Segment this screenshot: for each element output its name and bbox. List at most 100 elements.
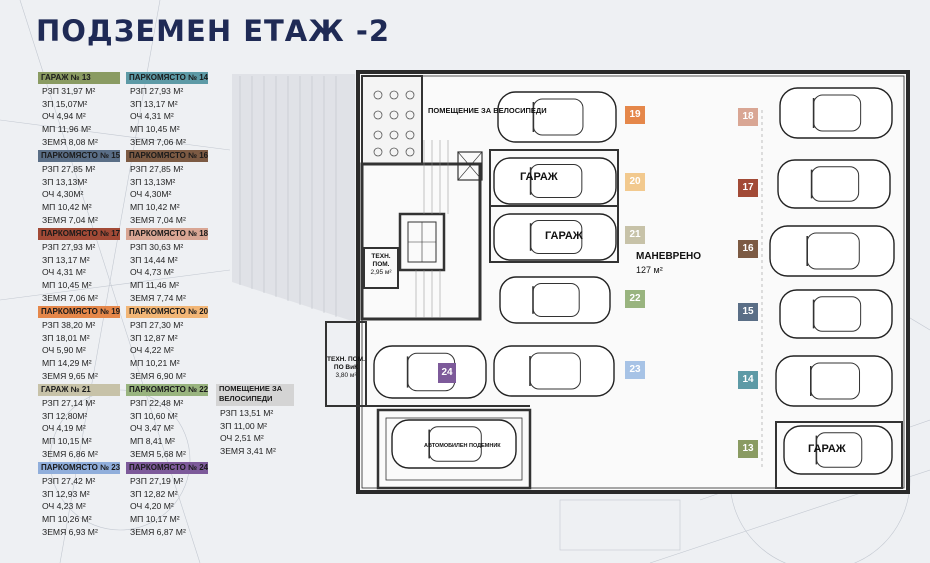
card-p17: ПАРКОМЯСТО № 17 РЗП 27,93 М² ЗП 13,17 М² ОЧ…: [38, 228, 120, 305]
card-line: ОЧ 4,30М²: [42, 189, 84, 200]
card-g21: ГАРАЖ № 21 РЗП 27,14 М² ЗП 12,80М² ОЧ 4,19 …: [38, 384, 120, 461]
card-line: РЗП 38,20 М²: [42, 320, 96, 330]
card-header: ПАРКОМЯСТО № 17: [38, 228, 120, 240]
spot-badge-13: 13: [738, 440, 758, 458]
car-lift-pit: [376, 408, 532, 490]
maneuver-label: МАНЕВРЕНО: [636, 251, 702, 262]
card-line: РЗП 27,93 М²: [130, 86, 184, 96]
card-line: ЗЕМЯ 3,41 М²: [220, 446, 276, 457]
stair-core: [360, 140, 483, 321]
card-line: РЗП 31,97 М²: [42, 86, 96, 96]
card-line: ЗП 12,82 М²: [130, 488, 178, 499]
car-12: [783, 425, 893, 475]
card-line: РЗП 30,63 М²: [130, 242, 184, 252]
card-line: РЗП 27,14 М²: [42, 398, 96, 408]
card-line: ЗЕМЯ 8,08 М²: [42, 136, 98, 147]
card-line: ОЧ 4,30М²: [130, 189, 172, 200]
garage-walls: [489, 149, 903, 489]
card-line: ОЧ 5,90 М²: [42, 345, 86, 356]
spot-badge-24: 24: [438, 363, 456, 383]
card-line: ЗП 13,17 М²: [130, 98, 178, 109]
card-line: ЗЕМЯ 6,87 М²: [130, 526, 186, 537]
card-line: РЗП 27,93 М²: [42, 242, 96, 252]
card-line: МП 10,42 М²: [42, 202, 92, 213]
card-line: МП 8,41 М²: [130, 436, 175, 447]
card-line: РЗП 13,51 М²: [220, 408, 274, 418]
card-header: ПОМЕЩЕНИЕ ЗА ВЕЛОСИПЕДИ: [216, 384, 294, 406]
car-11: [775, 355, 893, 407]
bike-room: [361, 75, 423, 165]
tech-room-1-title: ТЕХН. ПОМ.: [371, 253, 391, 268]
card-line: ОЧ 4,22 М²: [130, 345, 174, 356]
car-7: [779, 87, 893, 139]
card-line: ЗП 12,87 М²: [130, 332, 178, 343]
spot-badge-16: 16: [738, 240, 758, 258]
card-line: ЗП 12,80М²: [42, 410, 88, 421]
card-line: ЗП 11,00 М²: [220, 420, 268, 431]
spot-badge-15: 15: [738, 303, 758, 321]
car-4: [499, 276, 611, 324]
car-13: [391, 419, 517, 469]
card-line: ЗП 13,13М²: [42, 176, 88, 187]
card-line: ЗЕМЯ 7,06 М²: [130, 136, 186, 147]
card-line: ЗЕМЯ 7,74 М²: [130, 292, 186, 303]
card-line: ЗЕМЯ 7,04 М²: [130, 214, 186, 225]
card-header: ПАРКОМЯСТО № 24: [126, 462, 208, 474]
card-header: ПАРКОМЯСТО № 23: [38, 462, 120, 474]
card-line: ЗП 13,17 М²: [42, 254, 90, 265]
card-line: МП 10,17 М²: [130, 514, 180, 525]
garage-label-21: ГАРАЖ: [545, 230, 583, 242]
card-line: ЗЕМЯ 7,06 М²: [42, 292, 98, 303]
card-line: РЗП 27,42 М²: [42, 476, 96, 486]
car-9: [769, 225, 895, 277]
card-line: ЗП 10,60 М²: [130, 410, 178, 421]
card-line: ЗЕМЯ 6,86 М²: [42, 448, 98, 459]
card-line: ЗП 18,01 М²: [42, 332, 90, 343]
card-header: ПАРКОМЯСТО № 16: [126, 150, 208, 162]
car-3: [493, 213, 617, 261]
card-header: ПАРКОМЯСТО № 18: [126, 228, 208, 240]
car-1: [497, 91, 617, 143]
car-6: [373, 345, 487, 399]
spot-badge-23: 23: [625, 361, 645, 379]
card-line: ЗЕМЯ 6,93 М²: [42, 526, 98, 537]
tech-room-1-area: 2,95 м²: [370, 269, 392, 276]
car-8: [777, 159, 891, 209]
car-2: [493, 157, 617, 205]
card-line: ОЧ 4,31 М²: [42, 267, 86, 278]
card-line: МП 10,21 М²: [130, 358, 180, 369]
card-line: МП 10,15 М²: [42, 436, 92, 447]
card-line: РЗП 22,48 М²: [130, 398, 184, 408]
tech-room-2-title: ТЕХН. ПОМ.: [327, 356, 365, 363]
card-line: МП 11,46 М²: [130, 280, 179, 291]
card-header: ГАРАЖ № 21: [38, 384, 120, 396]
card-line: ОЧ 4,23 М²: [42, 501, 86, 512]
card-header: ГАРАЖ № 13: [38, 72, 120, 84]
tech-room-2-area: 3,80 м²: [335, 372, 357, 379]
card-line: МП 11,96 М²: [42, 124, 91, 135]
card-g13: ГАРАЖ № 13 РЗП 31,97 М² ЗП 15,07М² ОЧ 4,94 …: [38, 72, 120, 149]
spot-badge-21: 21: [625, 226, 645, 244]
car-10: [779, 289, 893, 339]
card-line: ОЧ 4,31 М²: [130, 111, 174, 122]
card-line: ОЧ 4,19 М²: [42, 423, 86, 434]
card-line: ЗП 15,07М²: [42, 98, 88, 109]
card-line: ОЧ 3,47 М²: [130, 423, 174, 434]
card-line: ЗЕМЯ 7,04 М²: [42, 214, 98, 225]
card-line: ОЧ 4,94 М²: [42, 111, 86, 122]
card-line: ЗЕМЯ 6,90 М²: [130, 370, 186, 381]
spot-badge-18: 18: [738, 108, 758, 126]
card-line: ЗЕМЯ 5,68 М²: [130, 448, 186, 459]
card-header: ПАРКОМЯСТО № 20: [126, 306, 208, 318]
tech-room-2-subtitle: ПО ВиК: [333, 364, 359, 371]
tech-room-1-label: ТЕХН. ПОМ. 2,95 м²: [365, 253, 397, 277]
